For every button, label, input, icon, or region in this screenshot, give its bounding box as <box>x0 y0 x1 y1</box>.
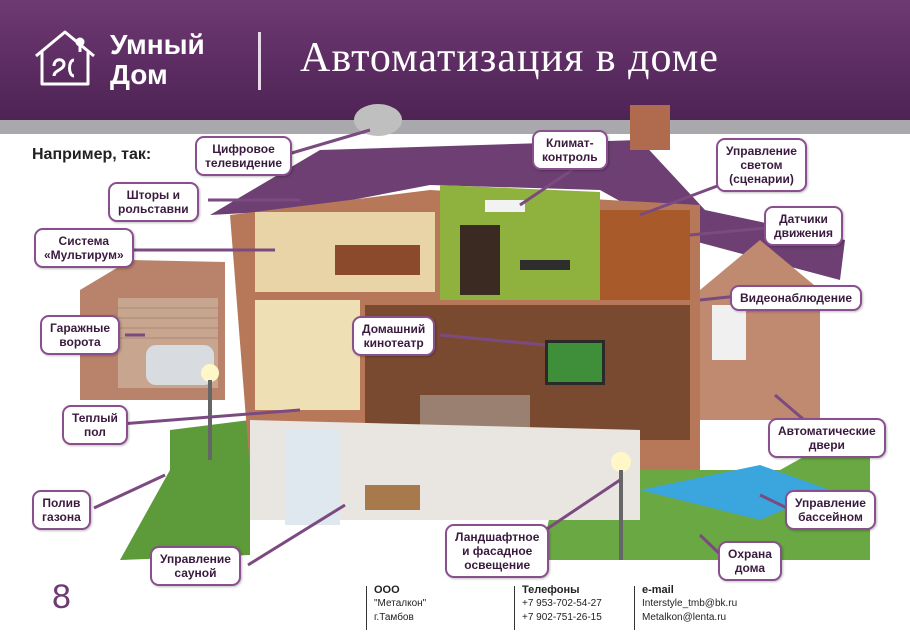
label-climate-control: Климат- контроль <box>532 130 608 170</box>
satellite-dish <box>354 104 402 136</box>
label-lighting-control: Управление светом (сценарии) <box>716 138 807 192</box>
logo-text: Умный Дом <box>110 30 205 90</box>
page-number: 8 <box>52 578 71 616</box>
label-lawn-watering: Полив газона <box>32 490 91 530</box>
shower <box>285 430 340 525</box>
label-digital-tv: Цифровое телевидение <box>195 136 293 176</box>
email-2[interactable]: Metalkon@lenta.ru <box>642 612 727 623</box>
label-motion-sensors: Датчики движения <box>764 206 844 246</box>
page-title: Автоматизация в доме <box>300 35 719 81</box>
header-banner: Умный Дом Автоматизация в доме <box>0 0 910 120</box>
label-heated-floor: Теплый пол <box>62 405 128 445</box>
window <box>712 305 746 360</box>
footer-divider-2 <box>514 586 515 630</box>
nursery <box>255 300 360 410</box>
footer-divider-1 <box>366 586 367 630</box>
footer-company: ООО "Металкон" г.Тамбов <box>374 583 426 625</box>
label-sauna-control: Управление сауной <box>150 546 241 586</box>
garden-lamp-1 <box>201 364 219 382</box>
email-1[interactable]: Interstyle_tmb@bk.ru <box>642 598 738 609</box>
footer-email: e-mail Interstyle_tmb@bk.ru Metalkon@len… <box>642 583 737 625</box>
phone-1: +7 953-702-54-27 <box>522 598 602 609</box>
label-blinds: Шторы и рольставни <box>108 182 199 222</box>
desk <box>520 260 570 270</box>
bed <box>335 245 420 275</box>
footer-divider-3 <box>634 586 635 630</box>
lawn-left <box>120 420 250 560</box>
label-landscape-lighting: Ландшафтное и фасадное освещение <box>445 524 550 578</box>
phone-2: +7 902-751-26-15 <box>522 612 602 623</box>
car <box>146 345 214 385</box>
logo-line-1: Умный <box>110 29 205 60</box>
company-name: "Металкон" <box>374 598 427 609</box>
footer-phones: Телефоны +7 953-702-54-27 +7 902-751-26-… <box>522 583 602 625</box>
garden-lamp-2 <box>611 452 631 472</box>
hallway <box>600 210 690 300</box>
label-pool-control: Управление бассейном <box>785 490 876 530</box>
air-conditioner <box>485 200 525 212</box>
header-divider <box>258 32 261 90</box>
chimney <box>630 105 670 150</box>
label-multiroom: Система «Мультирум» <box>34 228 134 268</box>
basement <box>250 420 640 520</box>
intro-text: Например, так: <box>32 146 152 163</box>
company-city: г.Тамбов <box>374 612 414 623</box>
label-home-cinema: Домашний кинотеатр <box>352 316 436 356</box>
grey-strip <box>0 120 910 134</box>
company-heading: ООО <box>374 584 400 596</box>
phones-heading: Телефоны <box>522 584 580 596</box>
email-heading: e-mail <box>642 584 674 596</box>
roof <box>210 140 845 280</box>
label-automatic-doors: Автоматические двери <box>768 418 886 458</box>
smart-home-logo-icon <box>35 30 95 86</box>
logo-line-2: Дом <box>110 59 168 90</box>
label-home-security: Охрана дома <box>718 541 782 581</box>
label-video-surveillance: Видеонаблюдение <box>730 285 863 311</box>
label-garage-doors: Гаражные ворота <box>40 315 120 355</box>
bookshelf <box>460 225 500 295</box>
sauna-bench <box>365 485 420 510</box>
